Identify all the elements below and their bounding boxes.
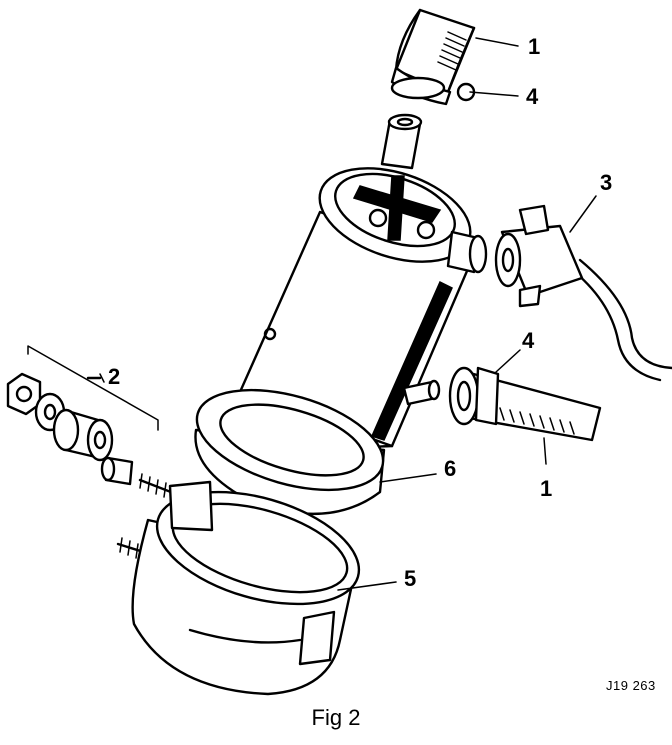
figure-caption: Fig 2 [311,705,361,730]
callout-insulator-ring: 6 [444,456,457,481]
callout-bracket: 5 [404,566,417,591]
callout-connector: 3 [600,170,613,195]
fuel-pump [238,113,488,448]
mounting-bracket [116,473,361,696]
top-hose-clip [390,66,476,106]
electrical-connector [494,204,672,382]
mounting-hardware [6,345,159,486]
callout-hose-top: 1 [528,34,541,59]
callout-clip-side: 4 [522,328,535,353]
callout-clip-top: 4 [526,84,539,109]
rubber-bush [52,408,114,462]
callout-mount-hardware: 2 [108,364,121,389]
reference-code: J19 263 [606,678,656,693]
spacer-sleeve [100,456,134,486]
callout-hose-side: 1 [540,476,553,501]
side-hose-clip [448,366,500,426]
leader-lines [99,37,597,591]
